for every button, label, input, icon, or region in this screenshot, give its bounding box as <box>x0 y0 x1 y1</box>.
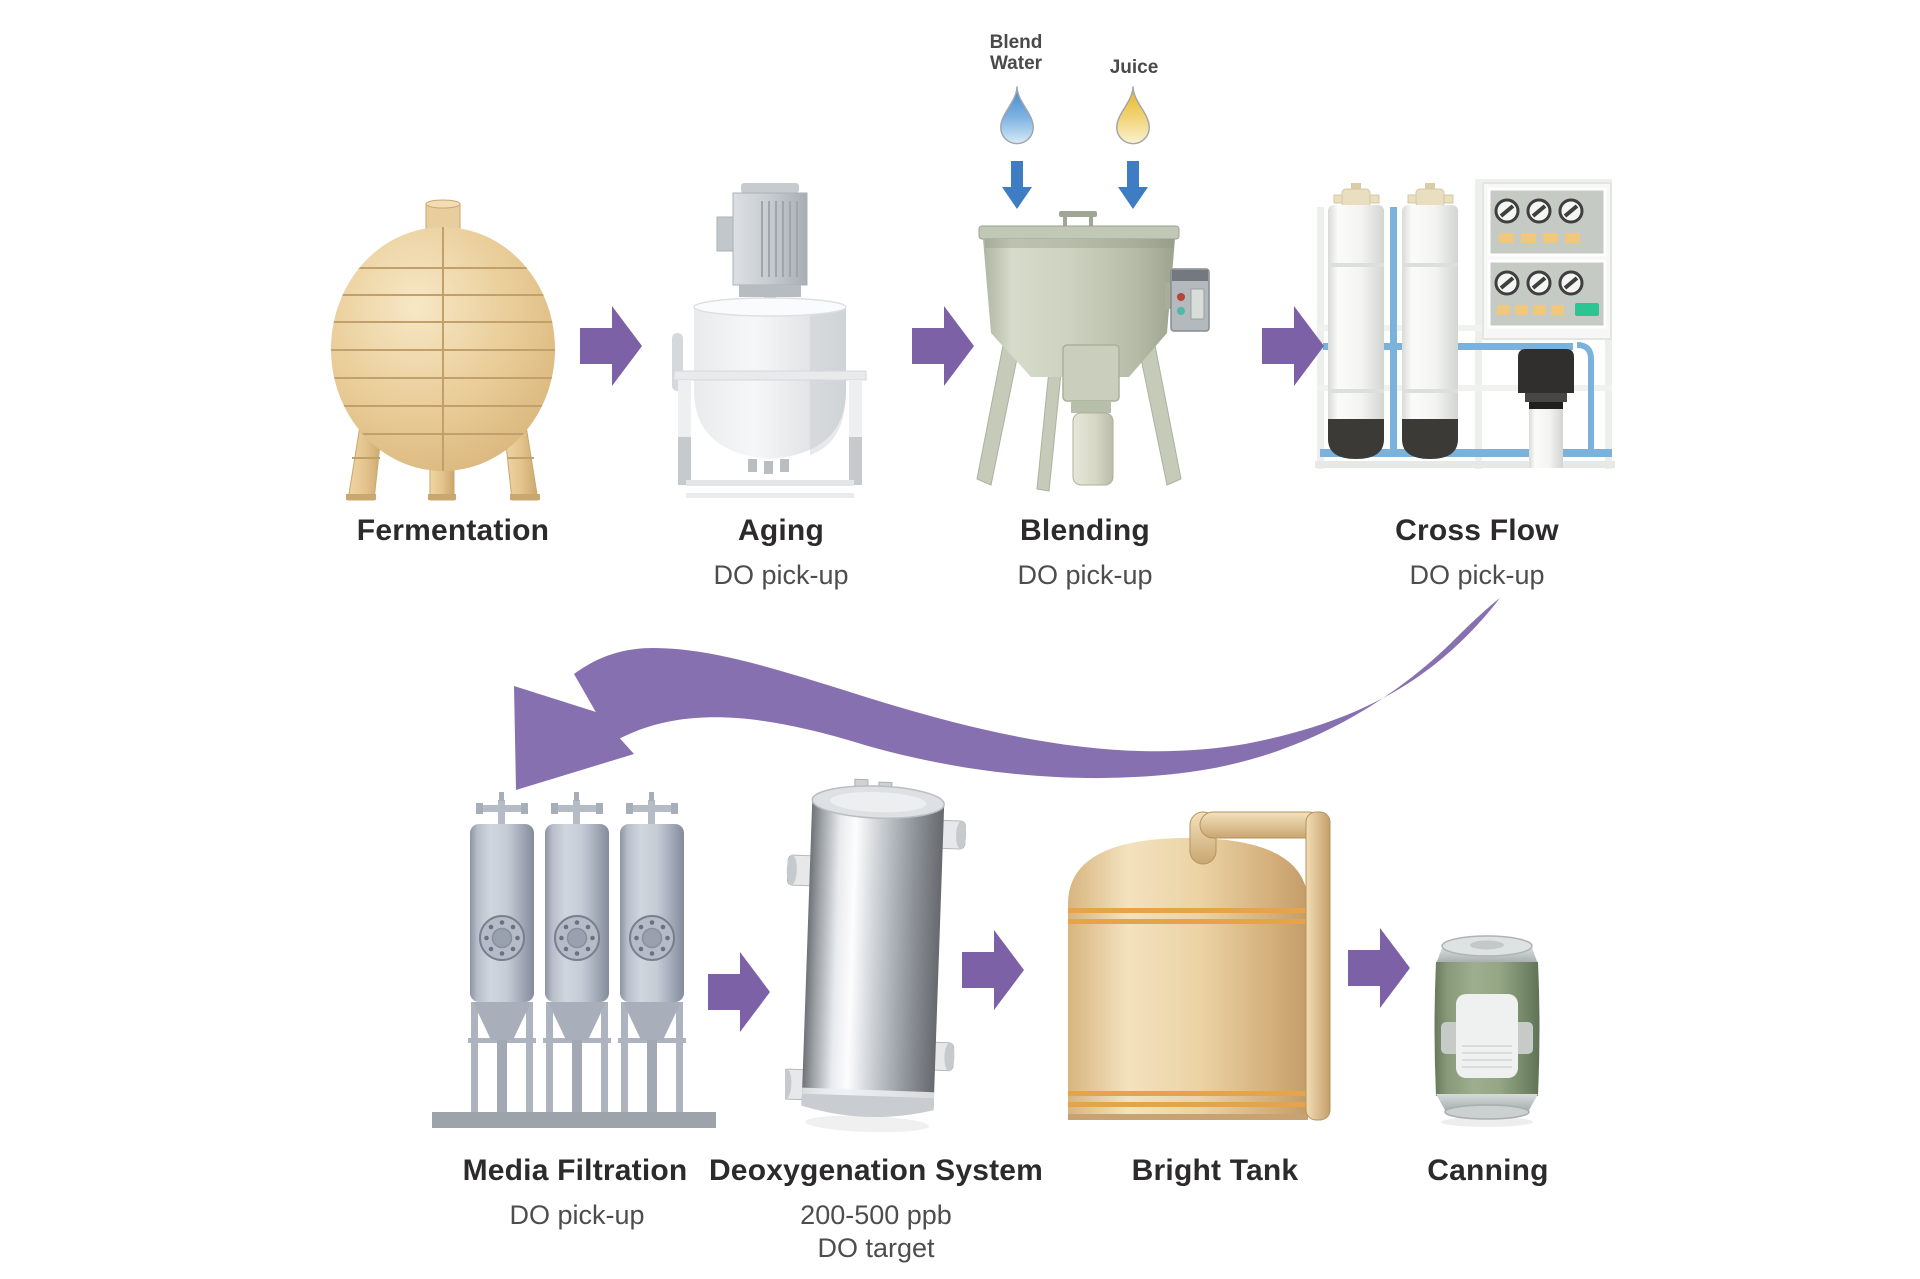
stage-sublabel-blending: DO pick-up <box>1017 560 1153 590</box>
stage-label-media-filtration: Media Filtration <box>462 1154 688 1187</box>
manway-icon <box>554 915 600 961</box>
water-droplet-icon <box>1000 86 1034 145</box>
manway-icon <box>479 915 525 961</box>
filter-vessel <box>468 792 536 1112</box>
flow-arrow-icon <box>962 930 1024 1010</box>
media-filtration-illustration <box>432 792 716 1128</box>
stage-sublabel-cross-flow: DO pick-up <box>1409 560 1545 590</box>
stage-label-deoxygenation: Deoxygenation System <box>708 1154 1044 1187</box>
manway-icon <box>629 915 675 961</box>
flow-arrow-icon <box>912 306 974 386</box>
green-indicator-icon <box>1575 303 1599 316</box>
juice-droplet-icon <box>1116 86 1150 145</box>
red-button-icon <box>1177 293 1185 301</box>
kettle-bowl <box>693 297 847 459</box>
down-arrow-icon <box>1002 161 1032 209</box>
skid-base <box>432 1112 716 1128</box>
tank-bands <box>331 227 555 471</box>
filter-vessel <box>543 792 611 1112</box>
bright-tank-illustration <box>1068 811 1331 1121</box>
beverage-can-illustration <box>1434 935 1540 1127</box>
blending-tank-illustration <box>976 211 1210 492</box>
down-arrow-icon <box>1118 161 1148 209</box>
flow-arrow-icon <box>1262 306 1324 386</box>
cross-flow-system-illustration <box>1315 179 1615 469</box>
fermentation-tank-illustration <box>331 199 555 501</box>
stage-sublabel-media-filtration: DO pick-up <box>509 1200 645 1230</box>
juice-label: Juice <box>1109 57 1159 78</box>
stage-label-blending: Blending <box>1020 514 1150 547</box>
flow-arrow-icon <box>708 952 770 1032</box>
tank-stripes <box>1068 908 1308 1120</box>
curved-flow-arrow-icon <box>514 598 1500 790</box>
stage-label-bright-tank: Bright Tank <box>1131 1154 1299 1187</box>
blender-lid <box>978 211 1180 240</box>
stage-sublabel-deoxygenation-1: 200-500 ppb <box>800 1200 952 1230</box>
gauge-panel <box>1482 182 1612 340</box>
teal-button-icon <box>1177 307 1185 315</box>
blender-discharge <box>1062 344 1120 486</box>
can-label <box>1441 994 1533 1078</box>
stage-sublabel-aging: DO pick-up <box>713 560 849 590</box>
mixer-motor <box>716 183 808 309</box>
blender-body <box>983 239 1175 377</box>
flow-arrow-icon <box>1348 928 1410 1008</box>
blend-water-label: Blend Water <box>989 32 1043 74</box>
stage-label-fermentation: Fermentation <box>356 514 550 547</box>
stage-label-aging: Aging <box>738 514 824 547</box>
filter-housing <box>1518 349 1574 468</box>
kettle-frame <box>673 370 867 498</box>
filter-vessel <box>618 792 686 1112</box>
stage-label-cross-flow: Cross Flow <box>1395 514 1559 547</box>
can-tab-icon <box>1470 940 1504 950</box>
pressure-gauge-icon <box>1494 198 1584 224</box>
flow-arrow-icon <box>580 306 642 386</box>
membrane-vessel <box>1402 183 1458 459</box>
tank-body <box>1068 838 1308 1120</box>
pressure-gauge-icon <box>1494 270 1584 296</box>
membrane-vessel <box>1328 183 1384 459</box>
tank-handle-pipe <box>1189 811 1331 1121</box>
stage-sublabel-deoxygenation-2: DO target <box>817 1233 935 1263</box>
blender-control-panel <box>1165 268 1210 332</box>
deoxygenation-column-illustration <box>785 778 967 1133</box>
aging-kettle-illustration <box>672 183 867 498</box>
stage-label-canning: Canning <box>1427 1154 1549 1187</box>
